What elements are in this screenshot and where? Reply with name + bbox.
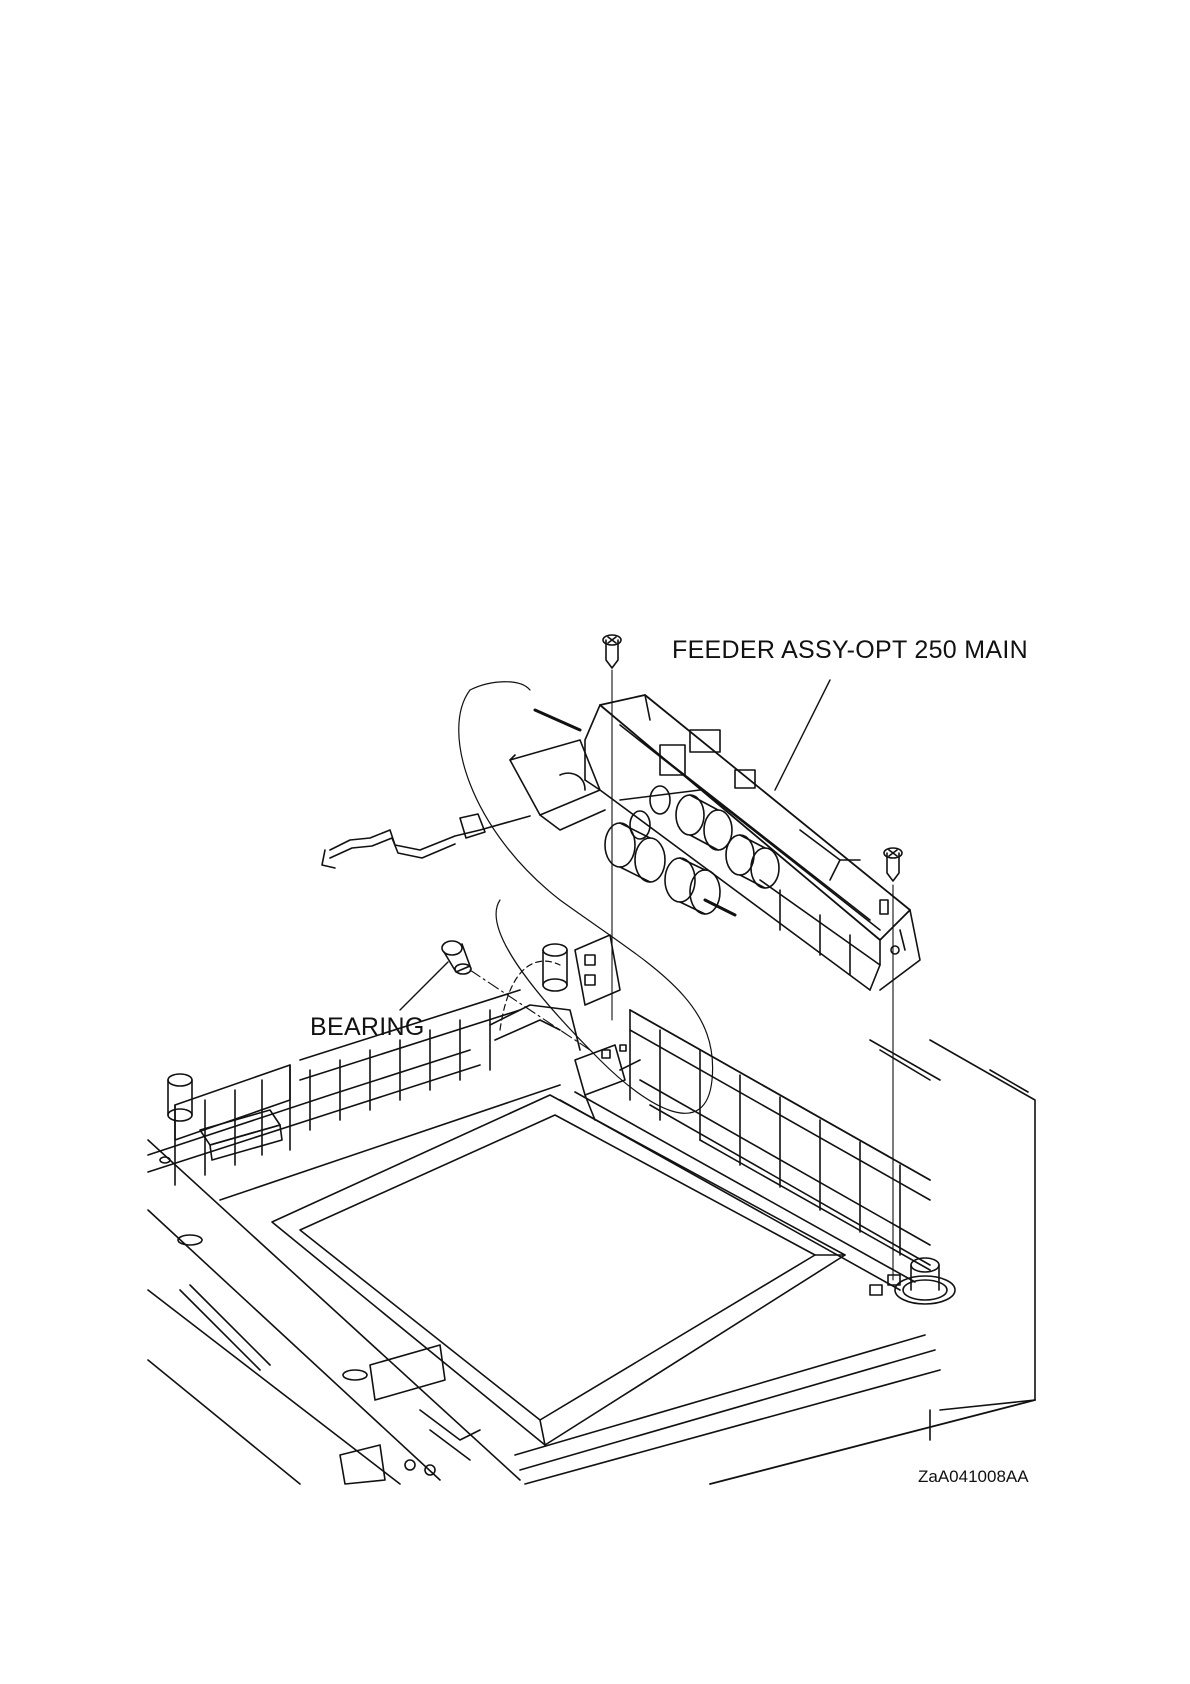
feeder-assembly (510, 695, 920, 990)
bearing-part (442, 941, 471, 974)
feed-rollers (605, 786, 779, 915)
bearing-callout: BEARING (310, 1013, 425, 1042)
feeder-assembly-callout: FEEDER ASSY-OPT 250 MAIN (672, 636, 1028, 665)
drive-area (490, 935, 640, 1120)
screw-right (884, 848, 902, 881)
screw-top (603, 635, 621, 668)
figure-id: ZaA041008AA (918, 1467, 1029, 1487)
tray-base (148, 990, 1035, 1484)
cable-harness (322, 814, 530, 868)
